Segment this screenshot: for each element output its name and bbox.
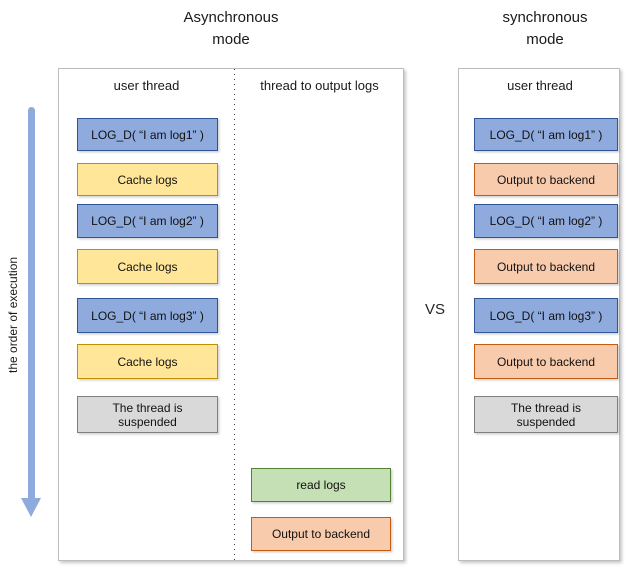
sync-mode-title: synchronous mode [445,7,635,51]
async-user-thread-header: user thread [113,78,180,93]
flow-box-cache-logs-1: Cache logs [77,163,218,196]
vs-label: VS [424,301,445,318]
async-mode-title-line2: mode [212,31,250,48]
flow-box-thread-suspended: The thread is suspended [474,396,618,433]
flow-box-log-call-3: LOG_D( “I am log3” ) [77,298,218,333]
flow-box-cache-logs-3: Cache logs [77,344,218,379]
flow-box-log-call-2: LOG_D( “I am log2” ) [474,204,618,238]
async-mode-title-line1: Asynchronous [183,9,279,26]
flow-box-cache-logs-2: Cache logs [77,249,218,284]
flow-box-thread-suspended: The thread is suspended [77,396,218,433]
execution-order-arrow-shaft [28,107,35,498]
flow-box-log-call-2: LOG_D( “I am log2” ) [77,204,218,238]
flow-box-log-call-1: LOG_D( “I am log1” ) [474,118,618,151]
down-arrow-icon [21,498,41,517]
execution-order-axis-label: the order of execution [6,256,20,374]
flow-box-output-backend: Output to backend [251,517,391,551]
flow-box-read-logs: read logs [251,468,391,502]
sync-user-thread-header: user thread [507,78,573,93]
async-mode-title: Asynchronous mode [131,7,331,51]
flow-box-log-call-1: LOG_D( “I am log1” ) [77,118,218,151]
sync-mode-title-line2: mode [526,31,564,48]
sync-mode-panel: user thread LOG_D( “I am log1” ) Output … [458,68,620,561]
async-output-thread-header: thread to output logs [260,78,379,93]
async-mode-panel: user thread thread to output logs LOG_D(… [58,68,404,561]
thread-divider-dotted-line [234,69,235,560]
flow-box-output-backend-2: Output to backend [474,249,618,284]
sync-mode-title-line1: synchronous [502,9,588,26]
flow-box-output-backend-3: Output to backend [474,344,618,379]
flow-box-output-backend-1: Output to backend [474,163,618,196]
flow-box-log-call-3: LOG_D( “I am log3” ) [474,298,618,333]
